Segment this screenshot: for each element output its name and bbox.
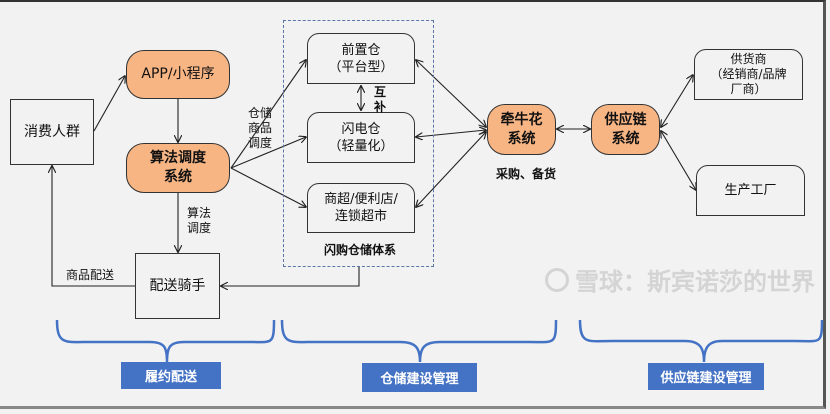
arrow-algo-flash bbox=[230, 137, 306, 169]
flash-purchase-group bbox=[283, 20, 434, 267]
supplier-line2: （经销商/品牌 bbox=[710, 67, 787, 81]
wd-2: 商品 bbox=[247, 121, 272, 135]
arrow-rider-consumers bbox=[52, 166, 135, 287]
node-supermarket[interactable]: 商超/便利店/连锁超市 bbox=[307, 183, 415, 233]
wd-1: 仓储 bbox=[247, 106, 272, 120]
node-algorithm-line1: 算法调度 bbox=[150, 150, 206, 166]
front-line1: 前置仓 bbox=[341, 42, 381, 58]
label-procurement: 采购、备货 bbox=[495, 167, 556, 181]
arrow-group-rider bbox=[221, 267, 360, 286]
super-line1: 商超/便利店/ bbox=[324, 192, 398, 207]
supplier-line1: 供货商 bbox=[730, 52, 767, 66]
node-app-label: APP/小程序 bbox=[141, 66, 215, 82]
super-line2: 连锁超市 bbox=[334, 209, 387, 224]
flash-line2: （轻量化） bbox=[328, 138, 394, 154]
brace-fulfillment bbox=[55, 319, 276, 363]
label-algo-dispatch: 算法调度 bbox=[185, 206, 213, 236]
snowball-logo-icon bbox=[545, 267, 569, 292]
section-warehouse: 仓储建设管理 bbox=[362, 363, 477, 392]
sc-line2: 系统 bbox=[611, 130, 640, 147]
arrow-qnh-front bbox=[416, 60, 486, 127]
section-supply-chain: 供应链建设管理 bbox=[648, 363, 764, 390]
qnh-line1: 牵牛花 bbox=[500, 111, 543, 128]
node-rider-label: 配送骑手 bbox=[149, 277, 206, 294]
node-qianniuhua[interactable]: 牵牛花系统 bbox=[487, 104, 556, 155]
node-factory[interactable]: 生产工厂 bbox=[696, 165, 805, 216]
ad-2: 调度 bbox=[186, 221, 211, 235]
comp-2: 补 bbox=[373, 100, 386, 114]
supplier-line3: 厂商） bbox=[730, 82, 767, 96]
label-warehouse-dispatch: 仓储商品调度 bbox=[246, 106, 274, 151]
group-label: 闪购仓储体系 bbox=[323, 243, 396, 257]
arrow-algo-front bbox=[230, 60, 306, 169]
node-supplier[interactable]: 供货商（经销商/品牌厂商） bbox=[694, 49, 803, 100]
comp-1: 互 bbox=[373, 85, 386, 99]
arrow-supply-factory bbox=[661, 131, 696, 190]
node-flash-warehouse[interactable]: 闪电仓（轻量化） bbox=[307, 112, 415, 163]
node-app[interactable]: APP/小程序 bbox=[126, 50, 230, 99]
arrow-consumers-app bbox=[93, 76, 125, 132]
qnh-line2: 系统 bbox=[507, 130, 536, 147]
wd-3: 调度 bbox=[247, 136, 272, 150]
node-consumers[interactable]: 消费人群 bbox=[10, 99, 94, 165]
node-algorithm[interactable]: 算法调度系统 bbox=[126, 143, 230, 193]
factory-label: 生产工厂 bbox=[724, 183, 777, 198]
brace-warehouse bbox=[280, 319, 558, 363]
node-supply-chain[interactable]: 供应链系统 bbox=[591, 104, 660, 155]
label-delivery: 商品配送 bbox=[65, 268, 114, 282]
front-line2: （平台型） bbox=[328, 59, 394, 75]
node-algorithm-line2: 系统 bbox=[164, 169, 192, 185]
node-rider[interactable]: 配送骑手 bbox=[135, 253, 220, 319]
ad-1: 算法 bbox=[186, 206, 211, 220]
watermark: 雪球：斯宾诺莎的世界 bbox=[545, 262, 815, 297]
node-consumers-label: 消费人群 bbox=[24, 123, 80, 140]
arrow-qnh-super bbox=[416, 132, 486, 207]
arrow-supply-supplier bbox=[661, 75, 693, 127]
label-complement: 互补 bbox=[372, 85, 388, 115]
node-front-warehouse[interactable]: 前置仓（平台型） bbox=[307, 33, 415, 84]
section-fulfillment: 履约配送 bbox=[121, 362, 221, 389]
flash-line1: 闪电仓 bbox=[341, 121, 381, 137]
sc-line1: 供应链 bbox=[604, 111, 647, 128]
watermark-text: 雪球：斯宾诺莎的世界 bbox=[575, 268, 815, 296]
brace-supply bbox=[578, 319, 824, 363]
arrow-algo-super bbox=[230, 167, 306, 207]
